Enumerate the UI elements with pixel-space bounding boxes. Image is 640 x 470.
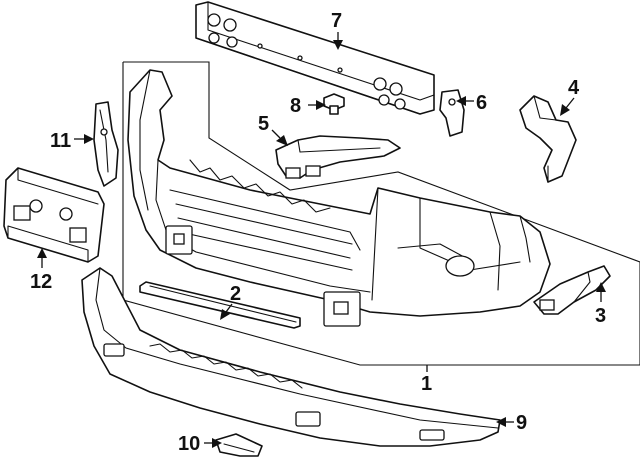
callout-5: 5 xyxy=(258,113,269,135)
part-12-license-bracket xyxy=(3,167,105,263)
part-9-lower-valance xyxy=(81,267,501,447)
callout-4: 4 xyxy=(568,77,580,99)
callout-6: 6 xyxy=(476,92,487,114)
callout-labels: 1 2 3 4 5 6 7 8 9 10 11 12 xyxy=(30,10,606,455)
callout-7: 7 xyxy=(331,10,342,32)
callout-10: 10 xyxy=(178,433,200,455)
part-4-side-bracket xyxy=(519,95,577,183)
part-6-bracket xyxy=(439,89,465,137)
part-2-trim-strip xyxy=(139,281,301,329)
callout-9: 9 xyxy=(516,412,527,434)
part-8-bolt xyxy=(323,93,345,115)
callout-3: 3 xyxy=(595,305,606,327)
callout-8: 8 xyxy=(290,95,301,117)
part-7-impact-bar xyxy=(195,1,435,115)
part-1-bumper-cover xyxy=(127,69,551,327)
callout-12: 12 xyxy=(30,271,52,293)
part-11-side-bracket xyxy=(93,101,119,187)
part-10-trim-piece xyxy=(215,433,263,457)
callout-11: 11 xyxy=(50,130,71,152)
callout-1: 1 xyxy=(421,373,432,395)
part-3-side-reinforcement xyxy=(533,265,611,315)
callout-2: 2 xyxy=(230,283,241,305)
callout-leaders xyxy=(37,32,606,448)
part-5-center-bracket xyxy=(275,135,401,179)
